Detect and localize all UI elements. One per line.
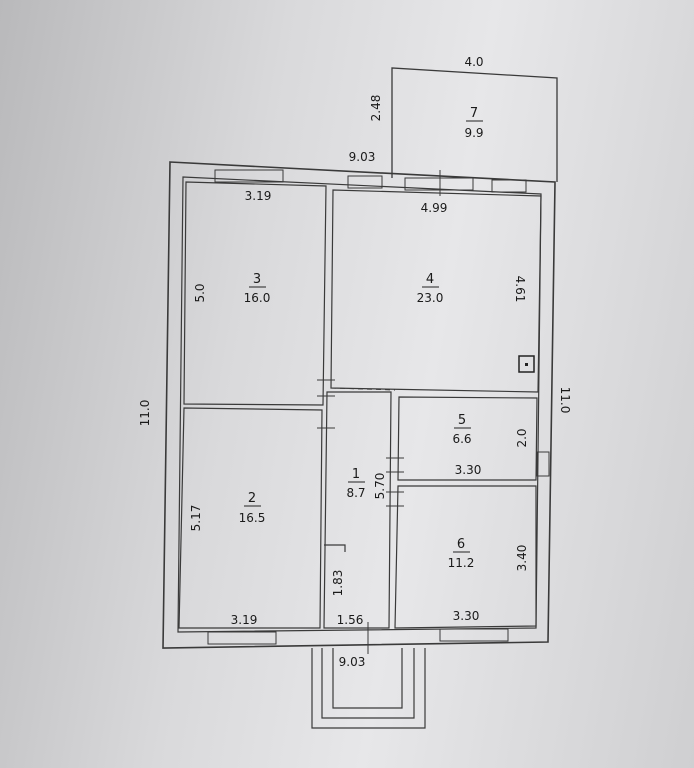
porch-outline (311, 648, 426, 729)
dim-room5-depth: 2.0 (515, 428, 529, 447)
room-7-area: 9.9 (464, 126, 483, 140)
room-4-area: 23.0 (417, 291, 444, 305)
dim-left-total: 11.0 (138, 400, 152, 427)
dim-room4-width: 4.99 (421, 201, 448, 215)
dim-top-total: 9.03 (349, 150, 376, 164)
dim-room2-width: 3.19 (231, 613, 258, 627)
dim-right-total: 11.0 (558, 387, 572, 414)
room-2-area: 16.5 (239, 511, 266, 525)
windows (207, 169, 550, 645)
window-room2 (207, 631, 277, 645)
dim-room7-depth: 2.48 (369, 95, 383, 122)
entry-stub-wall (324, 544, 346, 552)
room-3-area: 16.0 (244, 291, 271, 305)
door-marks (317, 170, 441, 654)
room-3-outline (183, 181, 327, 406)
outer-walls (162, 161, 556, 649)
room-2-outline (178, 407, 323, 629)
room-1-area: 8.7 (346, 486, 365, 500)
stove-icon (518, 355, 535, 373)
dim-room4-depth: 4.61 (513, 276, 527, 303)
room-5-outline (397, 396, 538, 481)
window-room5 (536, 451, 550, 477)
window-room6 (439, 628, 509, 642)
dim-room6-width: 3.30 (453, 609, 480, 623)
window-room4-b (404, 177, 474, 191)
dimension-labels: 4.0 2.48 9.03 3.19 5.0 4.99 4.61 11.0 11… (138, 55, 572, 669)
room-6-outline (394, 485, 537, 629)
dim-room5-width: 3.30 (455, 463, 482, 477)
room-5-area: 6.6 (452, 432, 471, 446)
room-4-outline (330, 189, 542, 393)
window-room4-a (347, 175, 383, 189)
dim-entry-depth: 1.83 (331, 570, 345, 597)
dim-room3-depth: 5.0 (193, 283, 207, 302)
room-1-number: 1 (352, 467, 360, 482)
room-1-outline (323, 391, 392, 629)
corridor-arch-dashed (330, 387, 396, 391)
window-room4-c (491, 179, 527, 193)
dim-entry-width: 1.56 (337, 613, 364, 627)
dim-room3-width: 3.19 (245, 189, 272, 203)
room-6-area: 11.2 (448, 556, 475, 570)
balcony-outline (391, 67, 558, 182)
dim-room2-depth: 5.17 (189, 505, 203, 532)
room-5-number: 5 (458, 413, 466, 428)
dim-room6-depth: 3.40 (515, 545, 529, 572)
room-2-number: 2 (248, 491, 256, 506)
room-7-number: 7 (470, 106, 478, 121)
room-3-number: 3 (253, 272, 261, 287)
dim-room7-width: 4.0 (464, 55, 483, 69)
dim-corridor-length: 5.70 (373, 473, 387, 500)
room-4-number: 4 (426, 272, 434, 287)
window-room3 (214, 169, 284, 183)
room-labels: 7 9.9 3 16.0 4 23.0 5 6.6 1 8.7 2 16.5 6… (239, 106, 484, 570)
dim-bottom-total: 9.03 (339, 655, 366, 669)
room-6-number: 6 (457, 537, 465, 552)
